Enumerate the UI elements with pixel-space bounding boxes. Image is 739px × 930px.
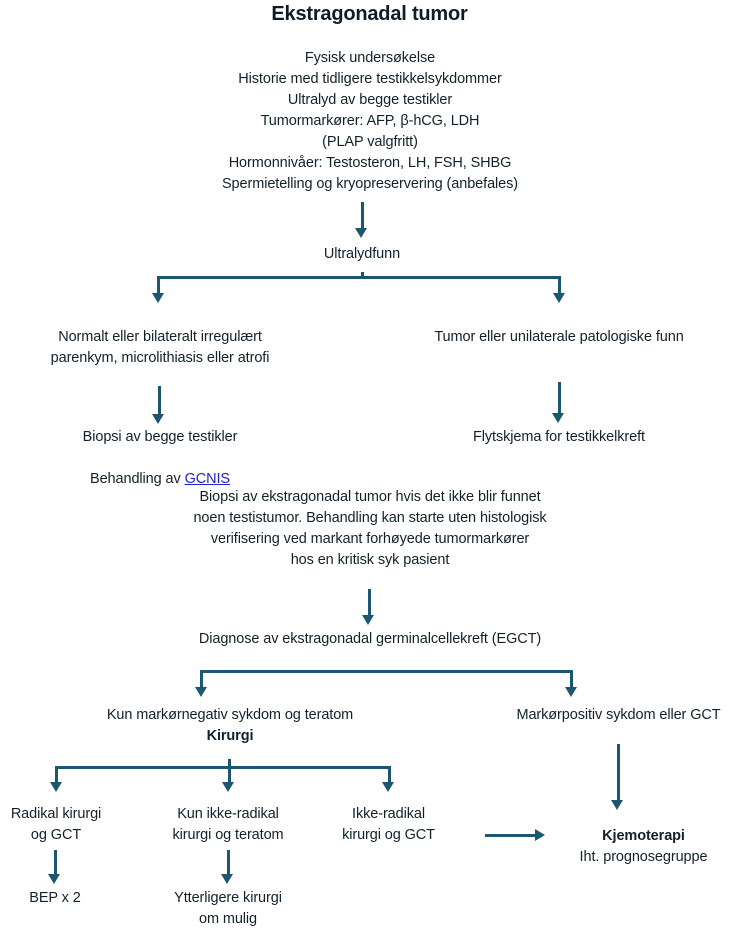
workup-line-1: Fysisk undersøkelse [304,50,436,66]
surgery-drop-left [55,766,58,784]
page-title: Ekstragonadal tumor [271,3,468,25]
arrowhead-right [553,293,565,303]
connector-bar [157,276,561,279]
connector-stem [361,272,364,276]
egct-arrowhead-left [195,687,207,697]
node-normal-findings: Normalt eller bilateralt irregulært pare… [50,329,270,366]
biopsy-both-line-2: Behandling av GCNIS [20,448,300,490]
node-biopsy-extragonadal: Biopsi av ekstragonadal tumor hvis det i… [193,489,547,568]
surgery-drop-mid [228,766,231,784]
surgery-stem [228,759,231,766]
node-ultrasound-findings: Ultralydfunn [323,246,401,262]
workup-line-2: Historie med tidligere testikkelsykdomme… [238,71,502,87]
node-marker-positive: Markørpositiv sykdom eller GCT [516,707,721,723]
biopsy-both-line-1: Biopsi av begge testikler [82,429,238,445]
node-biopsy-both: Biopsi av begge testikler Behandling av … [20,427,300,490]
node-chemo: Kjemoterapi Iht. prognosegruppe [548,826,739,868]
biopsy-both-prefix: Behandling av [90,471,185,487]
surgery-bar [55,766,391,769]
egct-arrowhead-right [565,687,577,697]
workup-line-7: Spermietelling og kryopreservering (anbe… [221,176,519,192]
surgery-arrowhead-left [50,782,62,792]
arrowhead-left [152,293,164,303]
egct-drop-left [200,670,203,689]
surgery-arrowhead-mid [222,782,234,792]
workup-line-5: (PLAP valgfritt) [322,134,418,150]
chemo-label: Kjemoterapi [602,828,685,844]
connector-drop-right [558,276,561,295]
workup-line-6: Hormonnivåer: Testosteron, LH, FSH, SHBG [228,155,512,171]
workup-line-4: Tumormarkører: AFP, β-hCG, LDH [260,113,480,129]
node-marker-negative: Kun markørnegativ sykdom og teratom Kiru… [75,705,385,747]
marker-negative-label: Kun markørnegativ sykdom og teratom [106,707,354,723]
node-tumor-findings: Tumor eller unilaterale patologiske funn [434,329,684,345]
node-bep: BEP x 2 [29,890,81,906]
connector-drop-left [157,276,160,295]
gcnis-link[interactable]: GCNIS [184,471,231,487]
chemo-sublabel: Iht. prognosegruppe [579,849,708,865]
node-testis-flowchart: Flytskjema for testikkelkreft [473,429,645,445]
surgery-label: Kirurgi [206,728,254,744]
surgery-drop-right [388,766,391,784]
node-nonradical-teratoma: Kun ikke-radikal kirurgi og teratom [172,806,284,843]
surgery-arrowhead-right [382,782,394,792]
workup-line-3: Ultralyd av begge testikler [287,92,453,108]
egct-drop-right [570,670,573,689]
node-diagnosis-egct: Diagnose av ekstragonadal germinalcellek… [198,631,542,647]
node-radical-surgery: Radikal kirurgi og GCT [10,806,102,843]
node-workup: Fysisk undersøkelse Historie med tidlige… [120,48,620,195]
node-nonradical-gct: Ikke-radikal kirurgi og GCT [342,806,435,843]
node-further-surgery: Ytterligere kirurgi om mulig [174,890,282,927]
egct-bar [200,670,573,673]
